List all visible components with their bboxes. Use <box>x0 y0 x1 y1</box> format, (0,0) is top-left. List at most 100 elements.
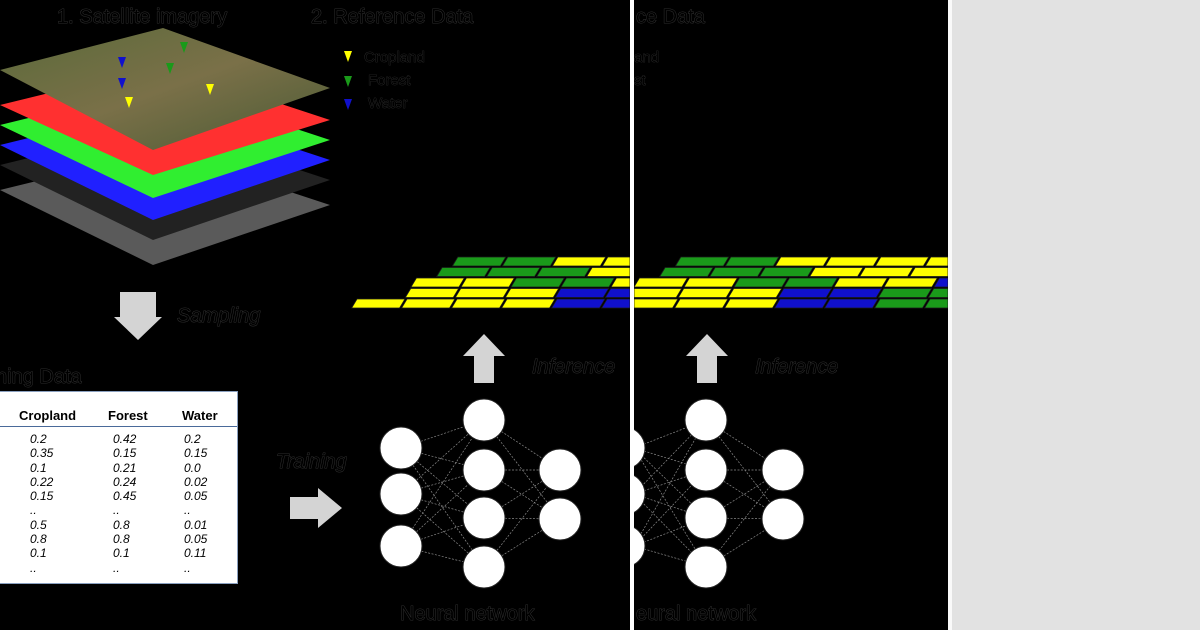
nn-node <box>462 448 506 492</box>
map-cell <box>673 298 729 309</box>
map-cell <box>774 256 830 267</box>
training-data-heading: ning Data <box>0 366 82 388</box>
map-cell <box>783 277 839 288</box>
table-cell: 0.1 <box>30 546 47 561</box>
table-cell: 0.1 <box>30 460 47 475</box>
map-cell <box>601 256 630 267</box>
nn-connection <box>634 447 707 519</box>
classification-map-left <box>350 256 630 309</box>
reference-legend: Cropland Forest Water <box>344 49 425 112</box>
cropland-legend-marker <box>344 51 352 62</box>
right-background-panel <box>950 0 1200 630</box>
map-cell <box>350 298 406 309</box>
map-cell <box>604 288 630 298</box>
map-cell <box>485 267 541 277</box>
map-cell <box>610 277 630 288</box>
nn-node <box>684 545 728 589</box>
sampling-label: Sampling <box>177 305 260 327</box>
sampling-arrow <box>114 292 162 340</box>
nn-node <box>761 448 805 492</box>
table-cell: 0.01 <box>184 517 208 532</box>
map-cell <box>708 267 764 277</box>
inference-arrow-left <box>463 334 505 383</box>
map-cell <box>404 288 460 298</box>
nn-node <box>538 448 582 492</box>
column-header-water: Water <box>182 408 218 423</box>
legend-forest-label-dup: st <box>634 72 647 89</box>
map-cell <box>808 267 864 277</box>
nn-node <box>684 398 728 442</box>
nn-node <box>379 524 423 568</box>
table-cell: 0.35 <box>30 446 54 461</box>
map-cell <box>877 288 933 298</box>
table-header-row: Cropland Forest Water <box>0 404 237 427</box>
table-cell: 0.05 <box>184 532 208 547</box>
neural-network-right <box>634 398 805 589</box>
table-cell: .. <box>30 560 37 575</box>
map-cell <box>924 256 949 267</box>
map-cell <box>633 298 679 309</box>
legend-cropland-label: Cropland <box>364 49 425 66</box>
neural-network-left <box>379 398 582 589</box>
nn-node <box>634 474 646 514</box>
table-cell: 0.8 <box>113 532 130 547</box>
legend-water-label: Water <box>368 95 407 112</box>
table-cell: 0.2 <box>30 432 47 446</box>
map-cell <box>550 298 606 309</box>
forest-marker <box>180 42 188 53</box>
cropland-marker <box>125 97 133 108</box>
table-cell: 0.21 <box>113 460 137 475</box>
cropland-marker <box>206 84 214 95</box>
table-cell: 0.22 <box>30 474 54 489</box>
map-cell <box>908 267 949 277</box>
map-cell <box>874 256 930 267</box>
table-cell: .. <box>184 560 191 575</box>
table-cell: 0.15 <box>30 489 54 504</box>
nn-connection <box>634 447 707 568</box>
nn-connection <box>634 419 707 547</box>
table-cell: 0.42 <box>113 432 137 446</box>
nn-node <box>684 496 728 540</box>
table-cell: 0.1 <box>113 546 130 561</box>
nn-node <box>634 428 646 468</box>
water-marker <box>118 78 126 89</box>
map-cell <box>633 288 683 298</box>
nn-node <box>684 448 728 492</box>
map-cell <box>435 267 491 277</box>
map-cell <box>600 298 630 309</box>
inference-arrow-right <box>686 334 728 383</box>
map-cell <box>658 267 714 277</box>
map-cell <box>823 298 879 309</box>
table-cell: .. <box>113 560 120 575</box>
table-cell: 0.8 <box>30 532 47 547</box>
reference-data-heading-dup: ce Data <box>636 6 706 28</box>
map-cell <box>560 277 616 288</box>
classification-map-right <box>633 256 949 309</box>
table-cell: 0.2 <box>184 432 201 446</box>
panel-divider-right <box>948 0 952 630</box>
table-cell: 0.02 <box>184 474 208 489</box>
map-cell <box>858 267 914 277</box>
map-cell <box>827 288 883 298</box>
nn-node <box>462 545 506 589</box>
table-cell: .. <box>184 503 191 518</box>
map-cell <box>585 267 630 277</box>
map-cell <box>500 298 556 309</box>
nn-node <box>634 526 646 566</box>
map-cell <box>683 277 739 288</box>
map-cell <box>410 277 466 288</box>
nn-node <box>379 472 423 516</box>
map-cell <box>450 298 506 309</box>
map-cell <box>773 298 829 309</box>
nn-node <box>538 497 582 541</box>
table-cell: 0.11 <box>184 546 207 561</box>
map-cell <box>460 277 516 288</box>
map-cell <box>454 288 510 298</box>
map-cell <box>451 256 507 267</box>
legend-cropland-label-dup: and <box>634 49 659 66</box>
table-cell: 0.15 <box>113 446 137 461</box>
map-cell <box>777 288 833 298</box>
inference-label-dup: Inference <box>755 356 838 378</box>
